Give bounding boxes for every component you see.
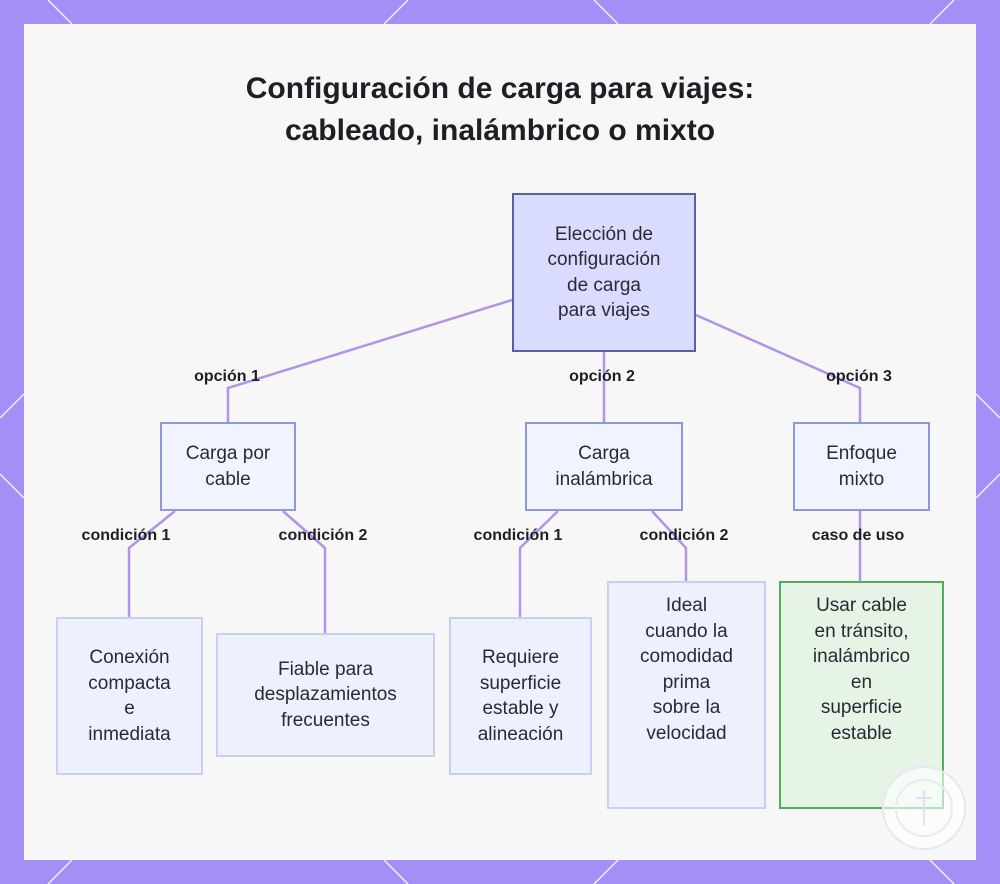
edge-option1-leaf-1	[127, 510, 176, 617]
option-node-wired: Carga por cable	[160, 422, 296, 511]
root-node-label: Elección de configuración de carga para …	[547, 223, 661, 322]
seal-glyph-icon	[895, 779, 953, 837]
leaf-node-label: Conexión compacta e inmediata	[88, 647, 171, 745]
edge-root-option-3	[695, 313, 862, 422]
leaf-node-label: Ideal cuando la comodidad prima sobre la…	[640, 595, 733, 744]
edge-label-leaf-1: condición 1	[81, 527, 171, 544]
leaf-node-comfort-over-speed: Ideal cuando la comodidad prima sobre la…	[607, 581, 766, 809]
edge-label-leaf-3: condición 1	[473, 527, 563, 544]
edge-label-option-1: opción 1	[194, 368, 260, 385]
watermark-seal-icon	[882, 766, 966, 850]
leaf-node-label: Requiere superficie estable y alineación	[477, 647, 564, 745]
option-node-label: Carga por cable	[185, 443, 271, 490]
option-node-wireless: Carga inalámbrica	[525, 422, 683, 511]
option-node-mixed: Enfoque mixto	[793, 422, 930, 511]
leaf-node-compact-connection: Conexión compacta e inmediata	[56, 617, 203, 775]
leaf-node-reliable-travel: Fiable para desplazamientos frecuentes	[216, 633, 435, 757]
edge-label-leaf-2: condición 2	[278, 527, 368, 544]
root-node: Elección de configuración de carga para …	[512, 193, 696, 352]
title-line-1: Configuración de carga para viajes:	[245, 72, 755, 105]
diagram-title: Configuración de carga para viajes: cabl…	[0, 68, 1000, 152]
leaf-node-label: Fiable para desplazamientos frecuentes	[254, 658, 397, 731]
edge-label-leaf-5: caso de uso	[811, 527, 905, 544]
title-line-2: cableado, inalámbrico o mixto	[284, 114, 716, 147]
edge-label-option-3: opción 3	[826, 368, 892, 385]
option-node-label: Carga inalámbrica	[555, 443, 653, 490]
edge-option1-leaf-2	[282, 510, 327, 633]
edge-label-option-2: opción 2	[569, 368, 635, 385]
option-node-label: Enfoque mixto	[826, 443, 897, 490]
edge-root-option-1	[226, 298, 513, 422]
leaf-node-stable-surface: Requiere superficie estable y alineación	[449, 617, 592, 775]
edge-option2-leaf-3	[518, 510, 559, 617]
leaf-node-label: Usar cable en tránsito, inalámbrico en s…	[812, 595, 911, 744]
edge-option2-leaf-4	[651, 510, 688, 581]
edge-label-leaf-4: condición 2	[639, 527, 729, 544]
